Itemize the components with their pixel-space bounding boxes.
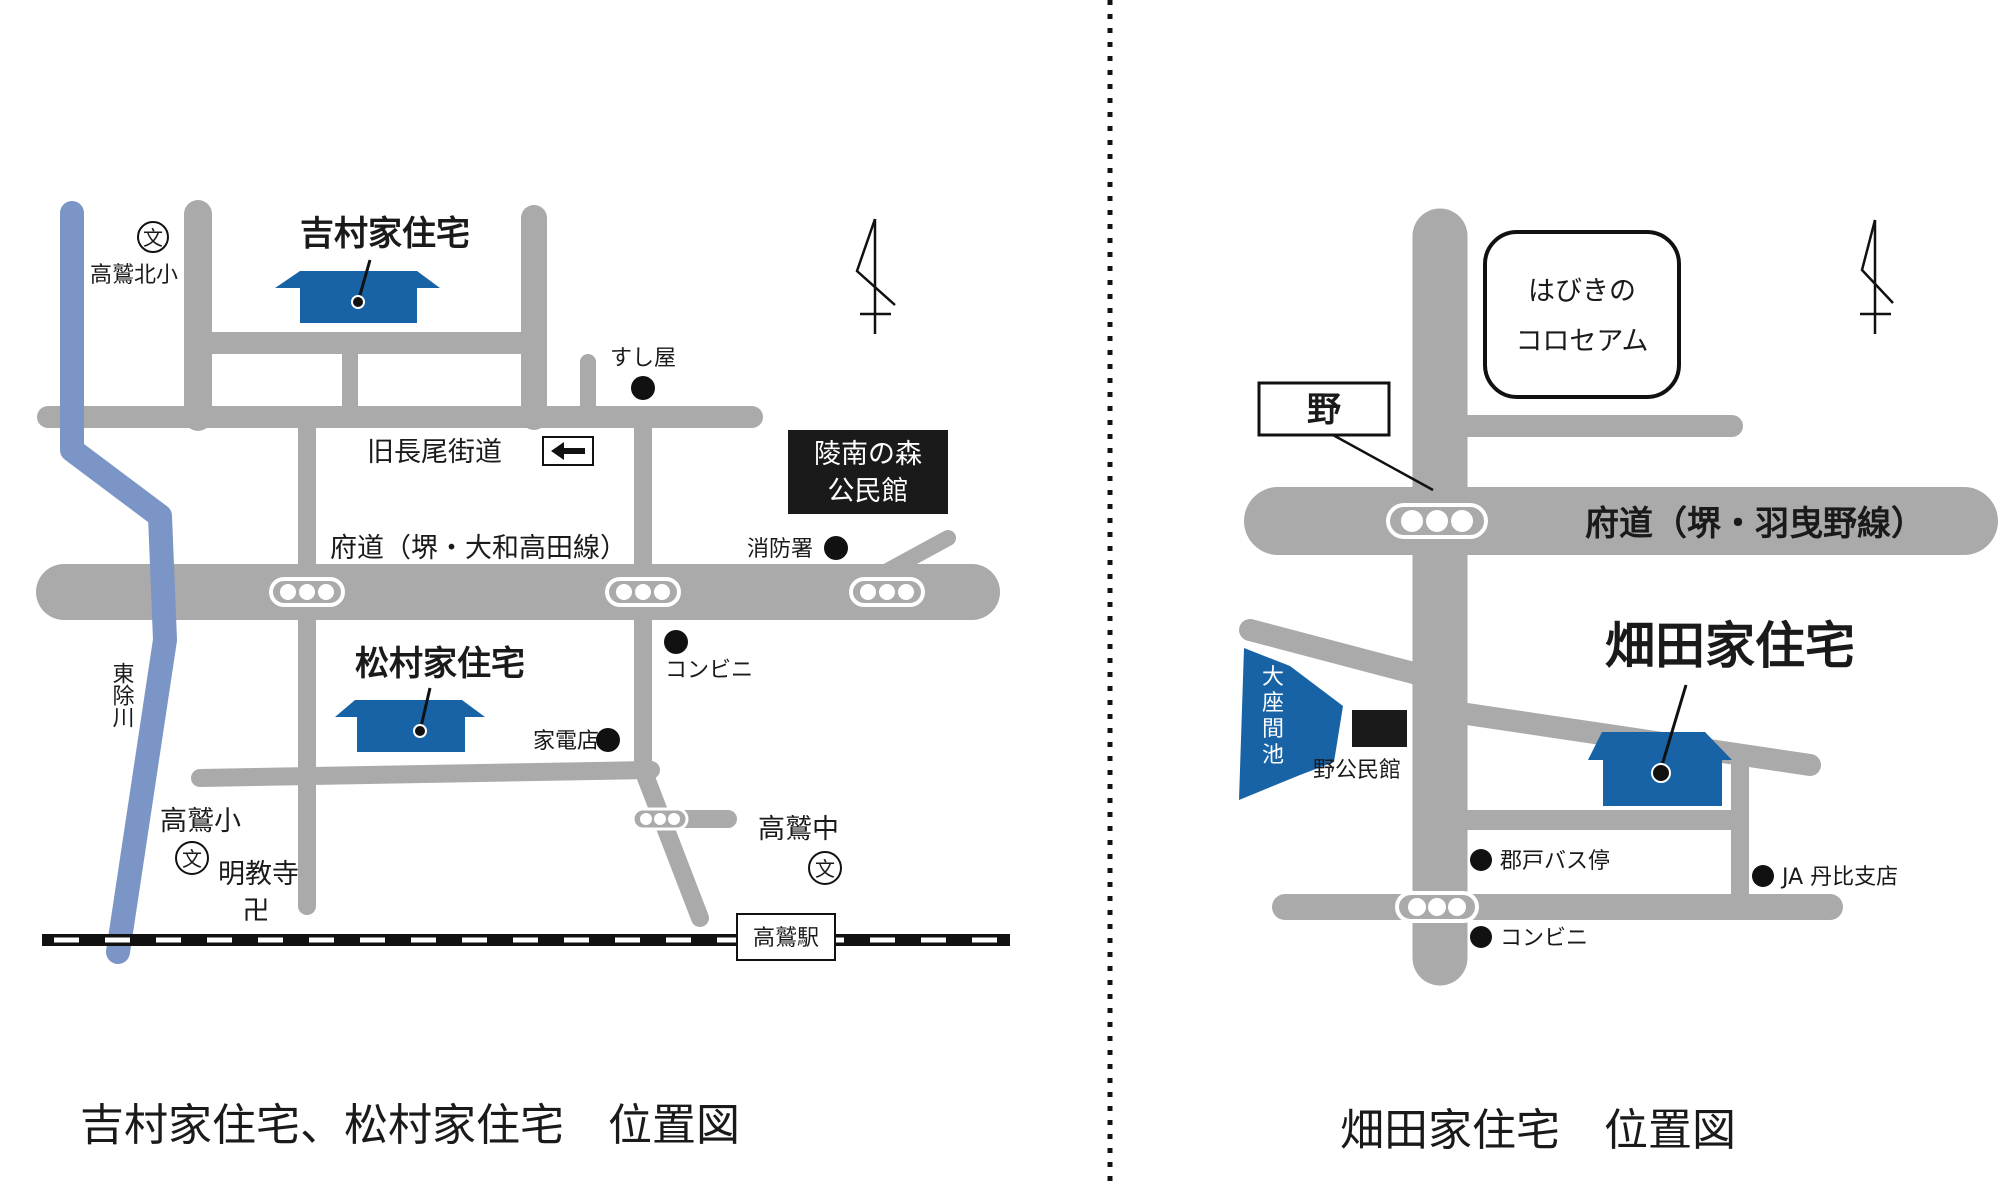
traffic-signal [269,577,345,607]
ryonan-community-hall: 陵南の森 公民館 [788,430,948,514]
old-road-label: 旧長尾街道 [367,437,502,468]
school-label: 高鷲小 [160,806,241,837]
higashiyoke-river [60,201,177,964]
school-symbol: 文 [815,857,835,881]
hall-label-line1: 陵南の森 [814,439,922,470]
temple-icon: 卍 [243,896,270,927]
matsumura-house-marker[interactable]: 松村家住宅 [335,644,525,752]
traffic-signal [631,807,689,831]
pin-line [356,259,372,303]
takawashi-kita-elementary: 文 高鷲北小 [90,221,178,288]
right-map-caption: 畑田家住宅 位置図 [1340,1105,1736,1156]
takawashi-station[interactable]: 高鷲駅 [736,913,836,961]
direction-arrow-box [542,436,594,466]
school-icon [175,841,209,875]
sushi-shop-dot [631,376,655,400]
ja-branch-label: JA 丹比支店 [1780,865,1898,890]
pin-line [1658,684,1688,773]
hatada-house-label: 畑田家住宅 [1605,617,1855,675]
takawashi-elementary: 高鷲小 文 [160,806,241,875]
pond-label-char: 大 [1262,665,1284,690]
north-arrow-icon [855,218,896,334]
school-label: 高鷲中 [758,814,839,845]
road-segment [191,761,660,787]
convenience-store-label: コンビニ [665,658,753,683]
house-icon [335,700,485,752]
prefectural-road-label: 府道（堺・大和高田線） [330,533,627,564]
electronics-store-label: 家電店 [533,729,599,754]
hatada-house-marker[interactable]: 畑田家住宅 [1588,617,1855,806]
colosseum-label-line1: はびきの [1528,276,1636,307]
fire-station-label: 消防署 [747,537,813,562]
ja-branch-dot [1752,865,1774,887]
electronics-store-dot [596,728,620,752]
fire-station-dot [824,536,848,560]
right-map: はびきの コロセアム 野 府道（堺・羽曳野線） 大 座 間 池 野公民館 [1239,208,1998,1156]
school-symbol: 文 [182,847,202,871]
convenience-store-dot [1470,926,1492,948]
pond-label-char: 間 [1262,717,1284,742]
school-symbol: 文 [143,226,163,250]
traffic-signal [605,577,681,607]
yoshimura-house-label: 吉村家住宅 [300,214,470,254]
pin-dot [351,295,365,309]
meikyoji-temple: 明教寺 卍 [218,859,299,927]
traffic-signal [1395,891,1479,923]
road-segment [1239,619,1451,691]
no-community-hall: 野公民館 [1313,710,1407,783]
leader-line [1332,433,1434,492]
ozama-pond: 大 座 間 池 [1239,648,1343,800]
pond-label-char: 池 [1262,743,1284,768]
left-map-caption: 吉村家住宅、松村家住宅 位置図 [80,1100,740,1151]
takawashi-junior-high: 高鷲中 文 [758,814,842,885]
bus-stop-label: 郡戸バス停 [1500,849,1610,874]
station-label: 高鷲駅 [753,926,819,951]
north-arrow-icon [1860,219,1894,334]
yoshimura-house-marker[interactable]: 吉村家住宅 [275,214,470,323]
sushi-shop-label: すし屋 [610,346,676,371]
convenience-store-label: コンビニ [1500,926,1588,951]
river-name: 東除川 [109,662,135,728]
traffic-signal [1386,503,1488,539]
pin-dot [413,724,427,738]
pin-line [418,687,432,732]
traffic-signal [849,577,925,607]
habikino-colosseum: はびきの コロセアム [1483,230,1681,399]
prefectural-road-label: 府道（堺・羽曳野線） [1585,504,1925,544]
community-hall-label: 野公民館 [1313,758,1401,783]
pond-label-char: 座 [1262,691,1284,716]
left-arrow-icon [551,442,585,460]
bus-stop-dot [1470,849,1492,871]
matsumura-house-label: 松村家住宅 [355,644,525,684]
river-label: 東除川 [109,662,135,728]
intersection-name-box: 野 [1257,381,1434,492]
road-segment [634,761,709,927]
school-icon [137,221,169,253]
left-map: 吉村家住宅 松村家住宅 旧長尾街道 府道（堺・大和高田線） すし屋 陵南の森 公… [36,200,1010,1151]
intersection-label: 野 [1307,390,1341,430]
building-icon [1352,710,1407,747]
hall-label-line2: 公民館 [828,476,909,507]
pin-dot [1651,763,1671,783]
colosseum-label-line2: コロセアム [1515,326,1648,357]
school-label: 高鷲北小 [90,263,178,288]
convenience-store-dot [664,630,688,654]
school-icon [808,851,842,885]
temple-label: 明教寺 [218,859,299,890]
